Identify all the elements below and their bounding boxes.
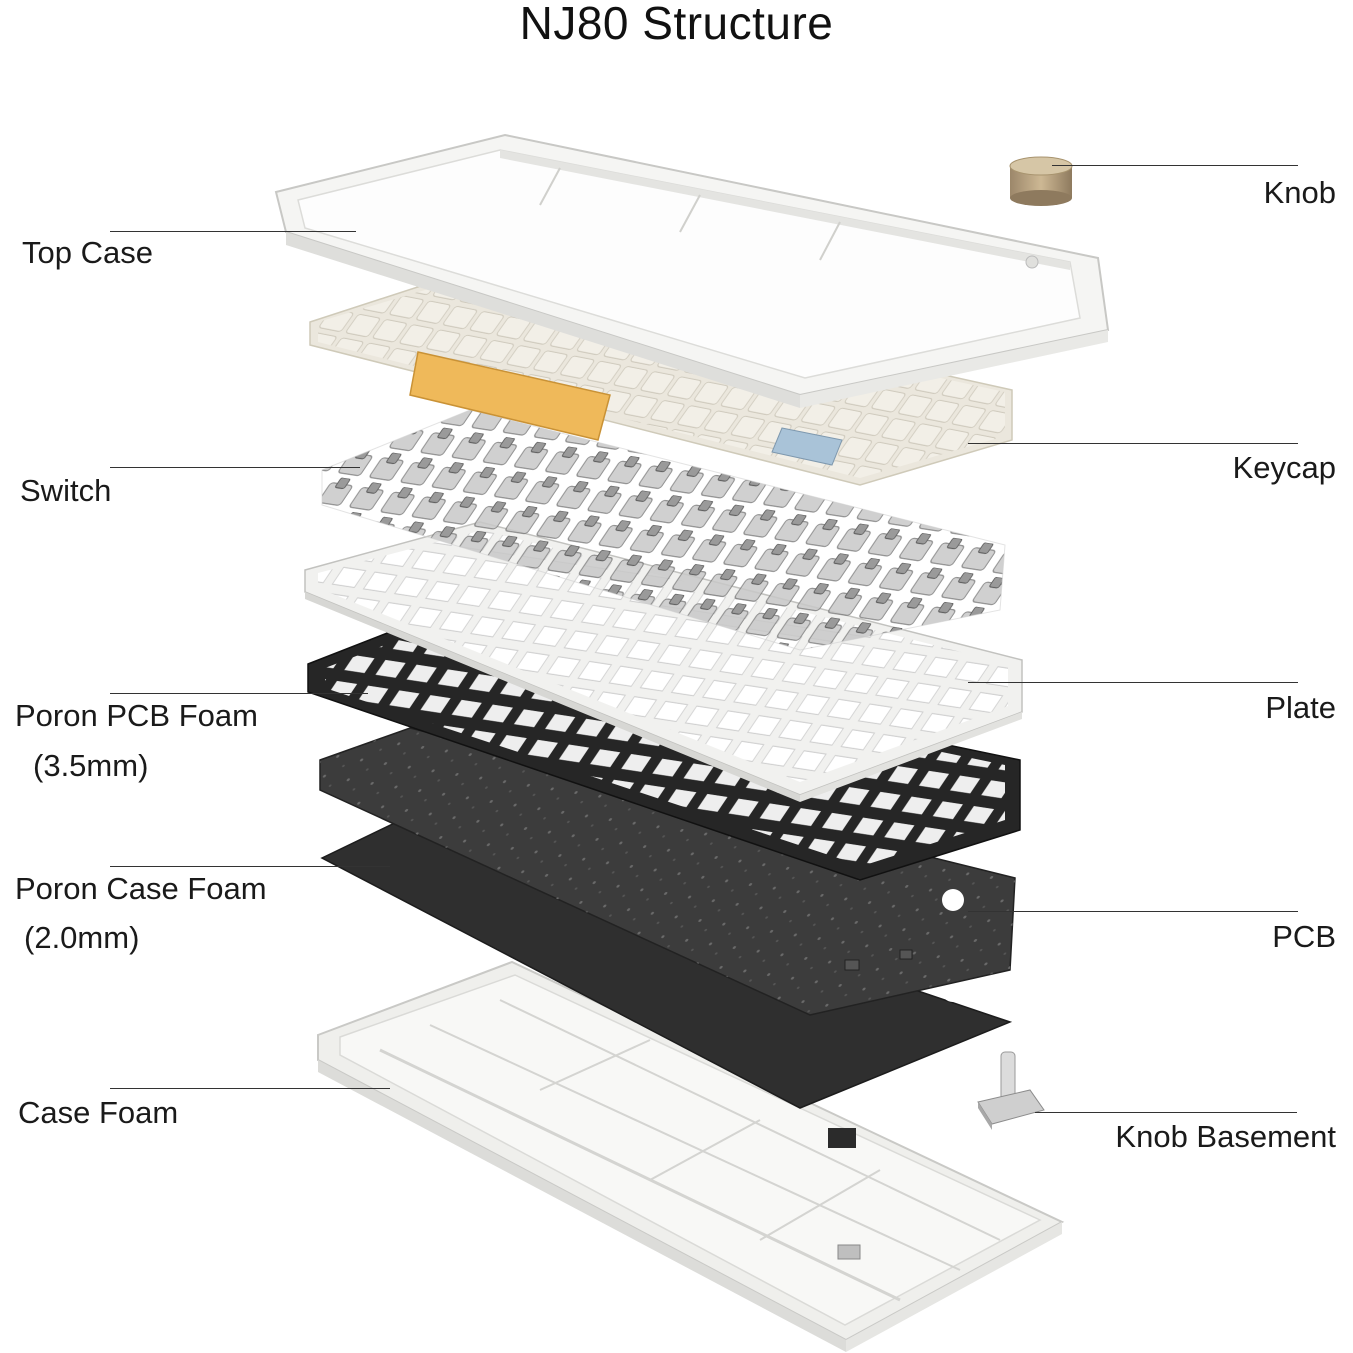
bottom-case <box>317 960 1065 1352</box>
diagram-title: NJ80 Structure <box>519 0 834 49</box>
poron-case-foam-thickness: (2.0mm) <box>24 920 140 955</box>
switch-label: Switch <box>20 473 112 508</box>
knob-leader-line <box>1052 165 1298 166</box>
knob-basement-leader-line <box>1035 1112 1297 1113</box>
plate-layer <box>304 521 1023 802</box>
pcb-leader-line <box>968 911 1298 912</box>
keycap-leader-line <box>968 443 1298 444</box>
plate-label: Plate <box>1265 690 1336 725</box>
poron-pcb-foam-leader-line <box>110 693 368 694</box>
case-foam-label: Case Foam <box>18 1095 179 1130</box>
pcb-label: PCB <box>1272 919 1336 954</box>
top-case <box>274 133 1110 408</box>
keycap-layer <box>309 254 1013 486</box>
keycap-label: Keycap <box>1232 450 1336 485</box>
spacebar-key <box>409 351 611 441</box>
knob-basement-label: Knob Basement <box>1115 1119 1336 1154</box>
pcb-layer <box>319 727 1016 1016</box>
poron-pcb-foam-label: Poron PCB Foam <box>15 698 258 733</box>
knob <box>1009 156 1073 206</box>
knob-basement <box>977 1051 1045 1130</box>
plate-leader-line <box>968 682 1298 683</box>
knob-label: Knob <box>1263 175 1336 210</box>
enter-key <box>771 427 843 466</box>
poron-pcb-foam-thickness: (3.5mm) <box>33 748 149 783</box>
poron-case-foam-layer <box>320 817 1013 1109</box>
switch-leader-line <box>110 467 360 468</box>
top-case-leader-line <box>110 231 356 232</box>
case-foam-leader-line <box>110 1088 390 1089</box>
poron-case-foam-leader-line <box>110 866 390 867</box>
poron-case-foam-label: Poron Case Foam <box>15 871 267 906</box>
top-case-label: Top Case <box>22 235 153 270</box>
